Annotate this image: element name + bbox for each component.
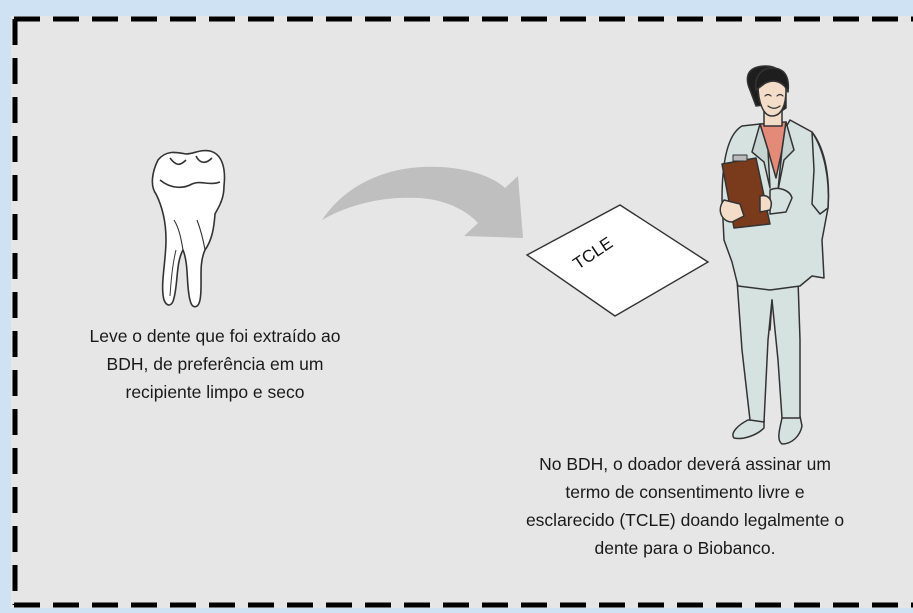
left-caption-line: BDH, de preferência em um <box>106 354 324 374</box>
right-caption-line: dente para o Biobanco. <box>594 538 776 558</box>
right-caption-line: No BDH, o doador deverá assinar um <box>539 454 831 474</box>
left-caption: Leve o dente que foi extraído ao BDH, de… <box>30 322 400 406</box>
right-caption-line: termo de consentimento livre e <box>565 482 805 502</box>
curved-arrow-icon <box>322 166 523 238</box>
right-caption: No BDH, o doador deverá assinar um termo… <box>470 450 900 562</box>
document-icon: TCLE <box>525 204 710 317</box>
tooth-icon <box>151 149 226 308</box>
left-caption-line: recipiente limpo e seco <box>125 382 305 402</box>
doctor-figure-icon <box>719 65 830 445</box>
left-caption-line: Leve o dente que foi extraído ao <box>89 326 341 346</box>
right-caption-line: esclarecido (TCLE) doando legalmente o <box>525 510 845 530</box>
